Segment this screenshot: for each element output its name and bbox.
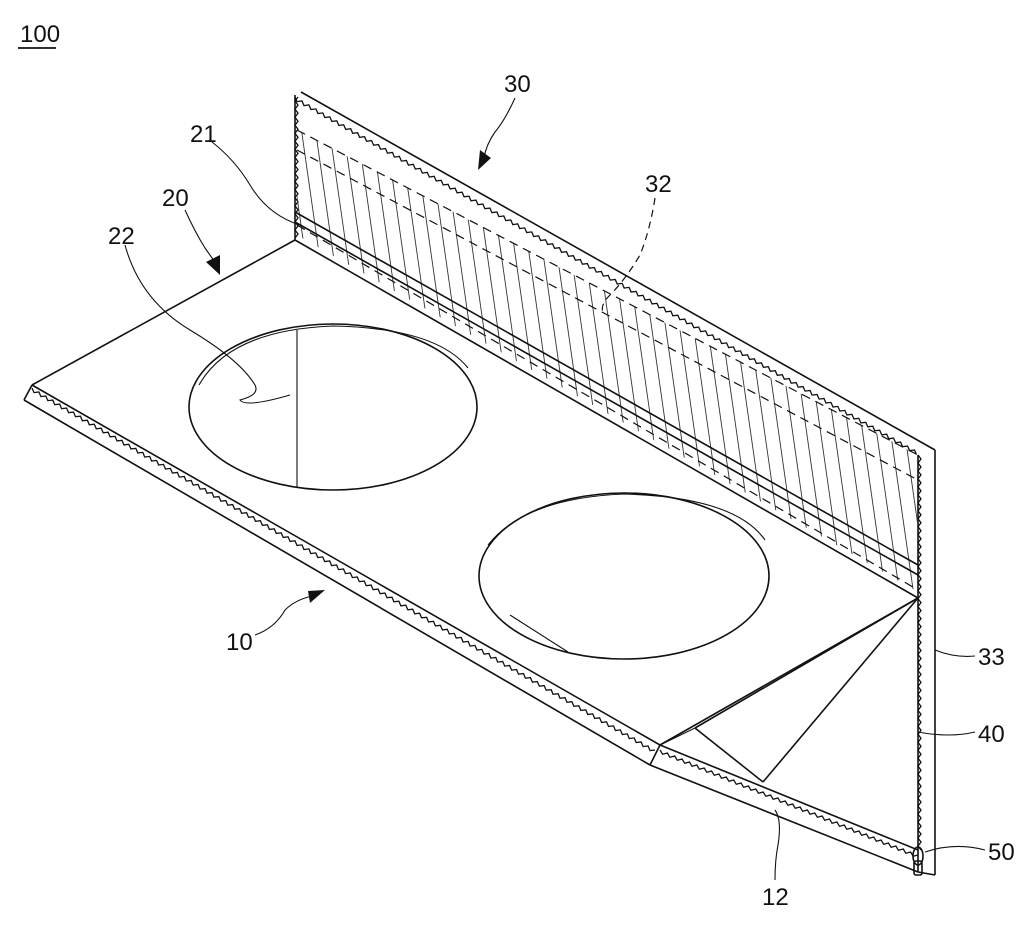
hatch-line: [930, 120, 1000, 610]
hatch-line: [803, 130, 875, 592]
reference-labels: 100 30 21 20 22 32 10 33 40 50 12: [20, 21, 1015, 911]
hatch-line: [551, 130, 623, 592]
hatch-line: [873, 130, 918, 592]
serrated-edge-12: [659, 749, 919, 858]
label-10: 10: [226, 629, 253, 656]
hatch-line: [297, 130, 329, 592]
hatch-line: [313, 130, 385, 592]
hatch-line: [425, 130, 497, 592]
hatch-line: [495, 130, 567, 592]
label-40: 40: [978, 721, 1005, 748]
hatch-line: [297, 130, 301, 592]
hatch-line: [369, 130, 441, 592]
dashed-line-bottom: [296, 224, 919, 591]
fastener: [912, 846, 924, 876]
hatch-line: [972, 120, 1024, 610]
side-panel: [659, 597, 919, 783]
hatch-line: [677, 130, 749, 592]
hatch-line: [817, 130, 889, 592]
label-22: 22: [108, 223, 135, 250]
top-plate: [23, 239, 919, 873]
label-20: 20: [162, 185, 189, 212]
hatch-line: [439, 130, 511, 592]
opening-right-rim: [487, 493, 766, 546]
hatch-line: [845, 130, 917, 592]
hatch-line: [467, 130, 539, 592]
serrated-right-edge: [917, 454, 922, 851]
hatched-band: [297, 120, 1024, 610]
hatch-line: [901, 130, 918, 592]
label-33: 33: [978, 644, 1005, 671]
leader-lines: [18, 47, 986, 881]
hatch-line: [663, 130, 735, 592]
serrated-front-edge: [31, 387, 656, 752]
label-21: 21: [190, 121, 217, 148]
label-30: 30: [504, 71, 531, 98]
opening-right-chord: [509, 614, 569, 653]
hatch-line: [565, 130, 637, 592]
back-panel: [294, 91, 1024, 876]
opening-left: [188, 323, 478, 491]
hatch-line: [299, 130, 371, 592]
hatch-line: [705, 130, 777, 592]
label-12: 12: [762, 884, 789, 911]
label-32: 32: [645, 171, 672, 198]
hatch-line: [958, 120, 1024, 610]
hatch-line: [944, 120, 1014, 610]
opening-right: [478, 492, 770, 660]
hatch-line: [297, 130, 315, 592]
hatch-line: [341, 130, 413, 592]
hatch-line: [579, 130, 651, 592]
hatch-line: [355, 130, 427, 592]
serrated-left-edge: [294, 96, 299, 239]
hatch-line: [986, 120, 1024, 610]
label-50: 50: [988, 839, 1015, 866]
hatch-line: [761, 130, 833, 592]
hatch-line: [733, 130, 805, 592]
joint-line-upper: [294, 211, 919, 566]
dashed-line-lower: [296, 149, 919, 481]
hatch-line: [509, 130, 581, 592]
hatch-line: [719, 130, 791, 592]
dashed-line-upper: [296, 129, 919, 456]
hatch-line: [887, 130, 918, 592]
hatch-line: [481, 130, 553, 592]
joint-line-lower: [294, 221, 919, 576]
label-100: 100: [20, 21, 60, 48]
hatch-line: [915, 130, 918, 592]
hatch-line: [327, 130, 399, 592]
serrated-top-edge: [294, 96, 918, 455]
hatch-line: [411, 130, 483, 592]
opening-left-rim: [198, 325, 469, 386]
